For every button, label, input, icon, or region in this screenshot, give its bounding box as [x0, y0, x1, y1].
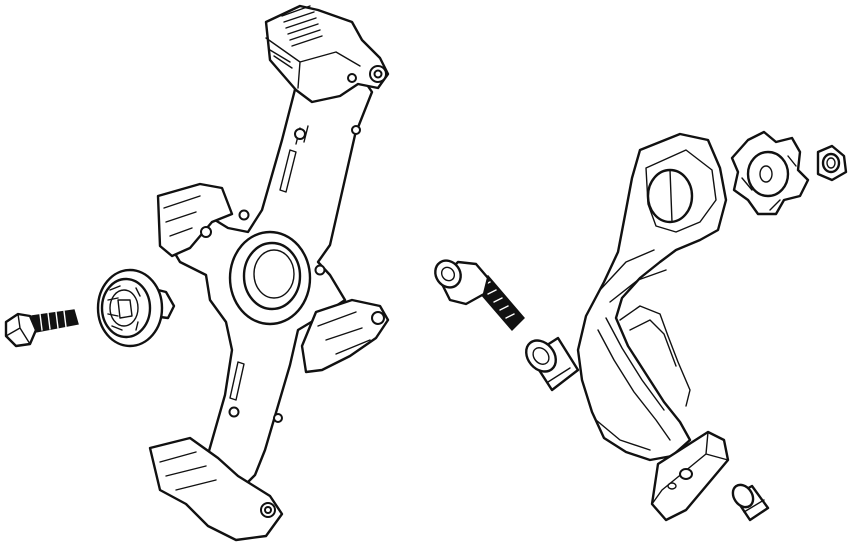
- hex-nut-icon: [816, 144, 848, 182]
- clamp-knob-icon: [96, 268, 176, 348]
- mounting-arm-icon: [576, 132, 728, 462]
- hex-bolt-icon: [4, 309, 79, 348]
- star-knob-icon: [730, 130, 810, 216]
- socket-cap-screw-icon: [434, 259, 525, 332]
- phone-holder-cradle-icon: [148, 4, 390, 542]
- clamp-block-icon: [650, 430, 730, 522]
- spacer-sleeve-icon: [525, 336, 580, 392]
- small-spacer-icon: [731, 483, 770, 522]
